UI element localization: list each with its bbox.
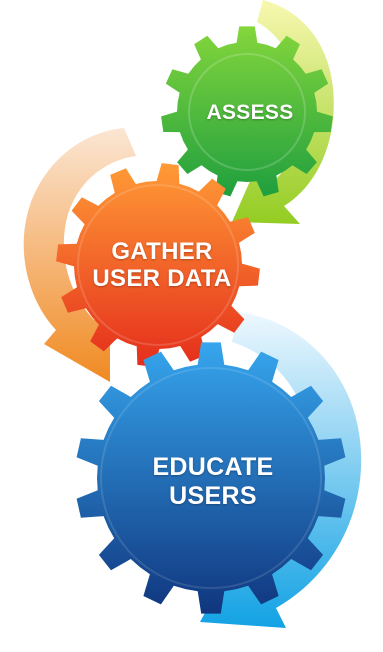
educate-gear-icon (76, 342, 346, 614)
educate-cycle-arrow-icon (200, 312, 362, 628)
assess-label: ASSESS (206, 101, 294, 124)
assess-gear-icon (161, 26, 333, 197)
gather-gear-icon (56, 163, 260, 367)
